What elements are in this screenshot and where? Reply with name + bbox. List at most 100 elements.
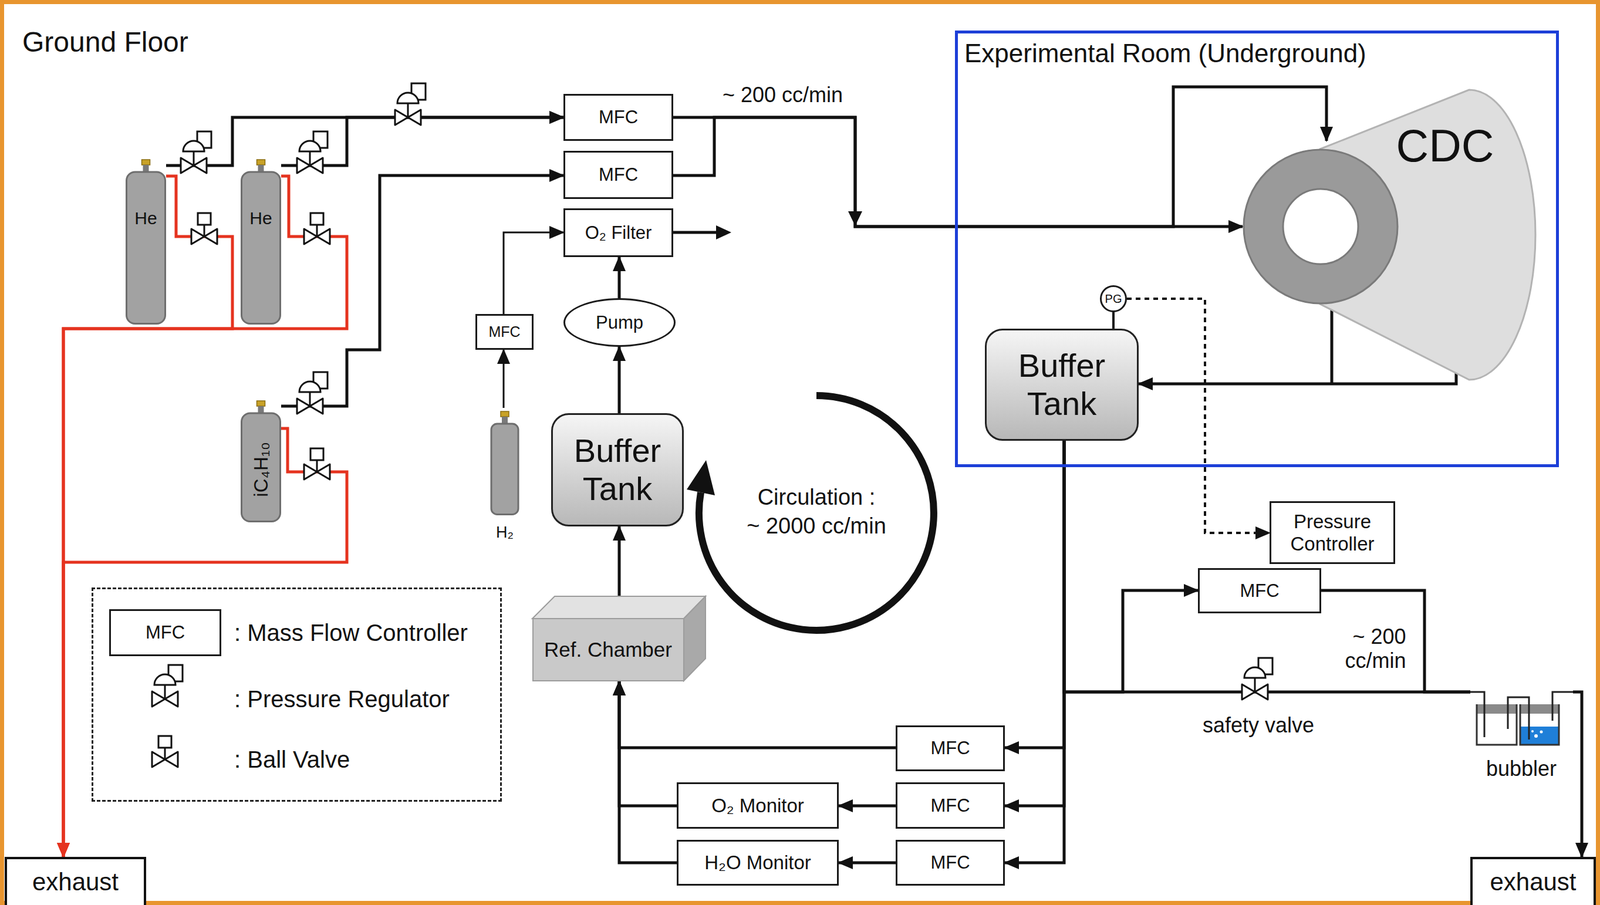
gas-pipe [618,526,621,596]
oxygen-filter: O₂ Filter [563,208,674,258]
gas-pipe [503,349,505,408]
shape-label: H₂ [495,523,514,542]
exhaust-box: exhaust [1470,856,1596,905]
helium-cylinder: He [125,159,167,325]
ball-valve [304,448,330,480]
mass-flow-controller: MFC [563,150,674,199]
box-label: Buffer Tank [556,431,679,508]
mass-flow-controller: MFC [895,725,1005,772]
pressure-regulator [395,83,426,126]
legend-sample-symbol [141,662,189,716]
gas-pipe [166,117,564,166]
flow-rate-label: ~ 200 cc/min [722,82,843,107]
gas-pipe [619,681,677,806]
gas-pipe [838,804,896,808]
pressure-regulator [296,131,328,174]
box-label: MFC [598,106,639,128]
gas-pipe [1573,692,1582,857]
box-label: Buffer Tank [990,346,1134,423]
isobutane-cylinder: iC₄H₁₀ [240,400,282,523]
box-label: exhaust [32,868,119,897]
gas-pipe [673,117,1243,227]
pressure-controller: Pressure Controller [1269,501,1396,565]
valve-label: safety valve [1202,713,1315,738]
signal-line [1126,298,1270,533]
legend-text: : Pressure Regulator [234,685,450,713]
mass-flow-controller: MFC [895,839,1005,886]
gauge-stem [1112,311,1115,330]
cdc-chamber: CDC [1242,89,1536,380]
box-label: MFC [488,323,521,341]
shape-label: He [249,208,272,229]
gas-pipe [838,861,896,865]
box-label: MFC [598,164,639,186]
junction-arrowhead [848,211,863,226]
filter-outlet-arrowhead [716,225,732,240]
gas-pipe [673,86,1327,227]
legend-sample-mfc: MFC [109,609,222,657]
ball-valve [304,213,330,245]
safety-valve-symbol [1241,657,1273,700]
box-label: O₂ Monitor [711,794,805,818]
gas-pipe [618,346,621,414]
gas-pipe [619,681,677,863]
exhaust-box: exhaust [4,856,147,905]
helium-cylinder: He [240,159,282,325]
shape-label: bubbler [1486,756,1557,781]
shape-label: iC₄H₁₀ [250,441,273,497]
cdc-outlet-pipe [1330,302,1334,384]
legend-text: : Mass Flow Controller [234,619,468,647]
gas-pipe [1321,590,1471,693]
gas-pipe [1064,440,1198,693]
flow-rate-label: ~ 200 cc/min [1330,624,1407,674]
bubbler: bubbler [1470,685,1574,787]
shape-label: He [134,208,157,229]
pressure-regulator-symbols [180,83,1273,700]
gas-pipe [1064,440,1471,693]
pressure-gauge: PG [1099,285,1127,313]
mass-flow-controller: MFC [1197,568,1322,614]
box-label: Pressure Controller [1274,510,1390,556]
box-label: O₂ Filter [585,222,653,244]
circulation-arc [699,395,934,631]
water-monitor: H₂O Monitor [676,839,839,886]
box-label: H₂O Monitor [704,851,812,874]
region-heading: Experimental Room (Underground) [964,38,1367,69]
legend-sample-symbol [141,723,189,776]
box-label: MFC [930,795,970,817]
box-label: PG [1105,292,1123,306]
box-label: MFC [930,852,970,874]
ball-valve [191,213,218,245]
shape-label: CDC [1396,119,1495,172]
pump: Pump [563,298,676,347]
oxygen-monitor: O₂ Monitor [676,782,839,829]
gas-pipe [503,232,564,315]
reference-chamber: Ref. Chamber [532,595,707,682]
legend-box: MFC : Mass Flow Controller : Pressure Regu… [91,587,502,802]
buffer-tank: Buffer Tank [551,413,684,527]
legend-text: : Ball Valve [234,746,350,774]
circulation-label: ~ 2000 cc/min [746,513,887,540]
box-label: Pump [595,312,644,334]
hydrogen-cylinder: H₂ [481,407,529,546]
gas-pipe [618,257,621,299]
helium-cylinder-shape [125,159,167,325]
filter-outlet-pipe [673,231,718,235]
box-label: MFC [930,737,970,759]
shape-label: Ref. Chamber [544,638,673,662]
legend-sample-label: MFC [145,622,185,644]
gas-pipe [619,681,896,748]
box-label: MFC [1239,580,1279,602]
mass-flow-controller: MFC [563,93,674,141]
box-label: exhaust [1489,868,1576,897]
pressure-regulator [180,131,212,174]
mass-flow-controller: MFC [475,314,534,350]
buffer-tank: Buffer Tank [984,328,1139,441]
helium-cylinder-shape [240,159,282,325]
experimental-room: Experimental Room (Underground) CDC Buffer… [954,30,1559,468]
circulation-arrowhead [686,460,715,496]
mass-flow-controller: MFC [895,782,1005,829]
gas-pipe [1004,440,1065,806]
circulation-label: Circulation : [757,484,876,511]
